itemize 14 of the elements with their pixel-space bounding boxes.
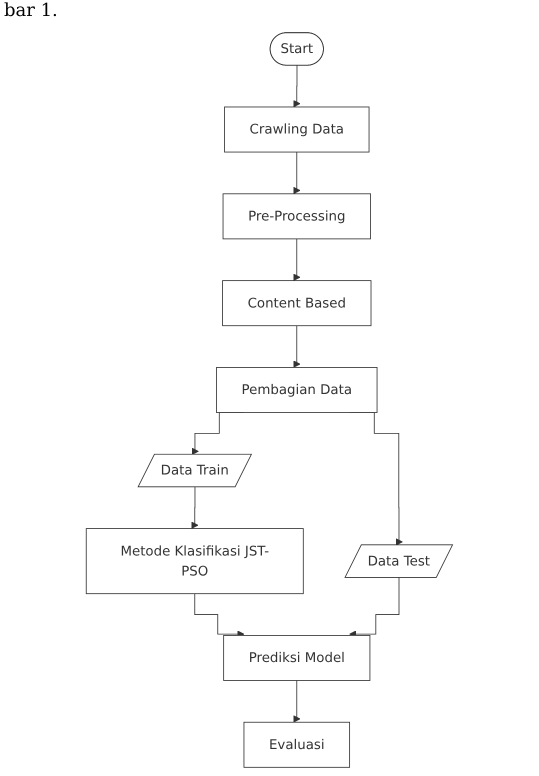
node-box: Pembagian Data — [216, 367, 378, 413]
node-box: Metode Klasifikasi JST-PSO — [86, 528, 304, 594]
node-box: Evaluasi — [244, 722, 350, 768]
arrow — [293, 152, 301, 194]
arrow — [293, 65, 301, 108]
arrow — [191, 486, 199, 529]
arrow — [293, 238, 301, 281]
node-box: Prediksi Model — [223, 635, 370, 681]
caption-fragment: bar 1. — [4, 0, 58, 21]
node-box: Crawling Data — [224, 106, 370, 152]
node-box: Pre-Processing — [222, 193, 372, 240]
arrow — [293, 325, 301, 368]
arrow — [293, 680, 301, 723]
node-box: Content Based — [222, 280, 372, 326]
